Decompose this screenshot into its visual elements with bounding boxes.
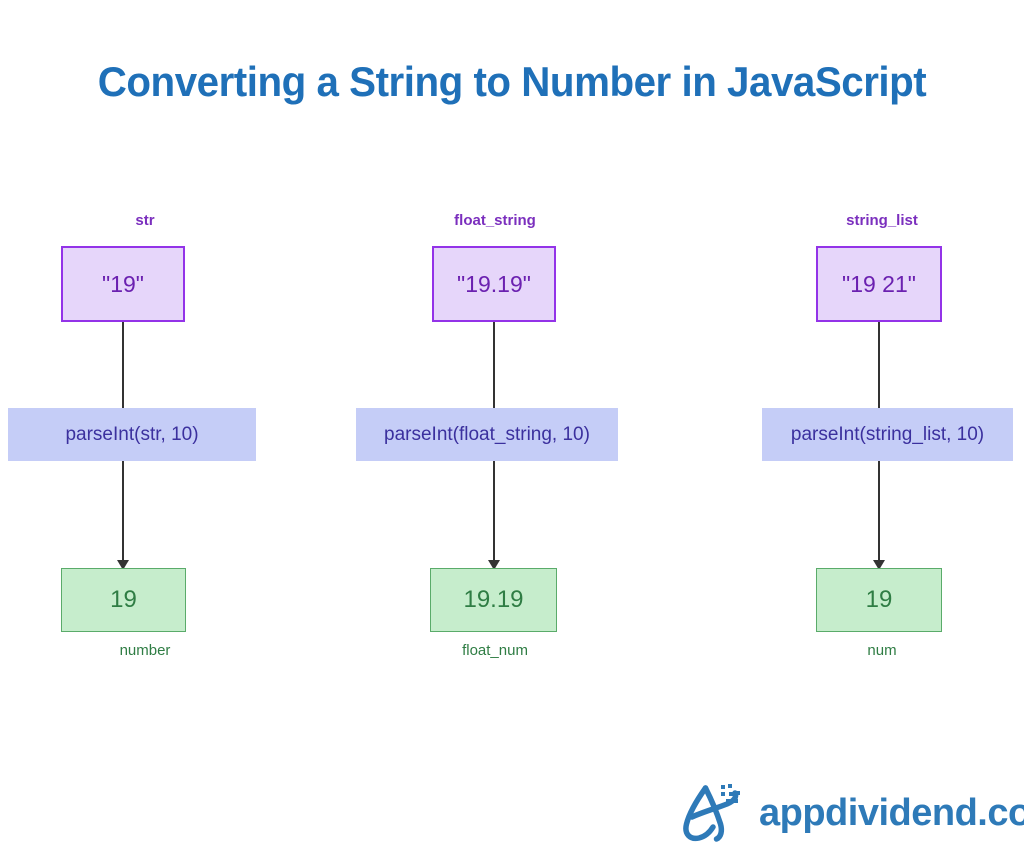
flow-column-string-list: string_list "19 21" parseInt(string_list… xyxy=(740,0,1024,853)
result-value-box: 19.19 xyxy=(430,568,557,632)
connector-arrow xyxy=(873,461,885,570)
result-label: number xyxy=(119,642,171,659)
variable-label: string_list xyxy=(846,212,918,229)
connector-line xyxy=(878,322,880,408)
result-label: num xyxy=(867,642,897,659)
page-title: Converting a String to Number in JavaScr… xyxy=(97,58,927,105)
string-value-box: "19 21" xyxy=(816,246,942,322)
operation-box: parseInt(float_string, 10) xyxy=(356,408,618,461)
string-value-box: "19.19" xyxy=(432,246,556,322)
connector-line xyxy=(122,322,124,408)
result-label: float_num xyxy=(462,642,528,659)
flow-column-float-string: float_string "19.19" parseInt(float_stri… xyxy=(350,0,640,853)
connector-arrow xyxy=(117,461,129,570)
result-value-box: 19 xyxy=(61,568,186,632)
connector-arrow xyxy=(488,461,500,570)
connector-line xyxy=(493,322,495,408)
string-value-box: "19" xyxy=(61,246,185,322)
result-value-box: 19 xyxy=(816,568,942,632)
flow-column-str: str "19" parseInt(str, 10) 19 number xyxy=(0,0,290,853)
appdividend-a-swoosh-icon xyxy=(683,784,740,842)
variable-label: float_string xyxy=(454,212,536,229)
variable-label: str xyxy=(135,212,155,229)
brand-text: appdividend.com xyxy=(759,791,1024,834)
brand-logo: appdividend.com xyxy=(683,782,1024,844)
operation-box: parseInt(str, 10) xyxy=(8,408,256,461)
operation-box: parseInt(string_list, 10) xyxy=(762,408,1013,461)
